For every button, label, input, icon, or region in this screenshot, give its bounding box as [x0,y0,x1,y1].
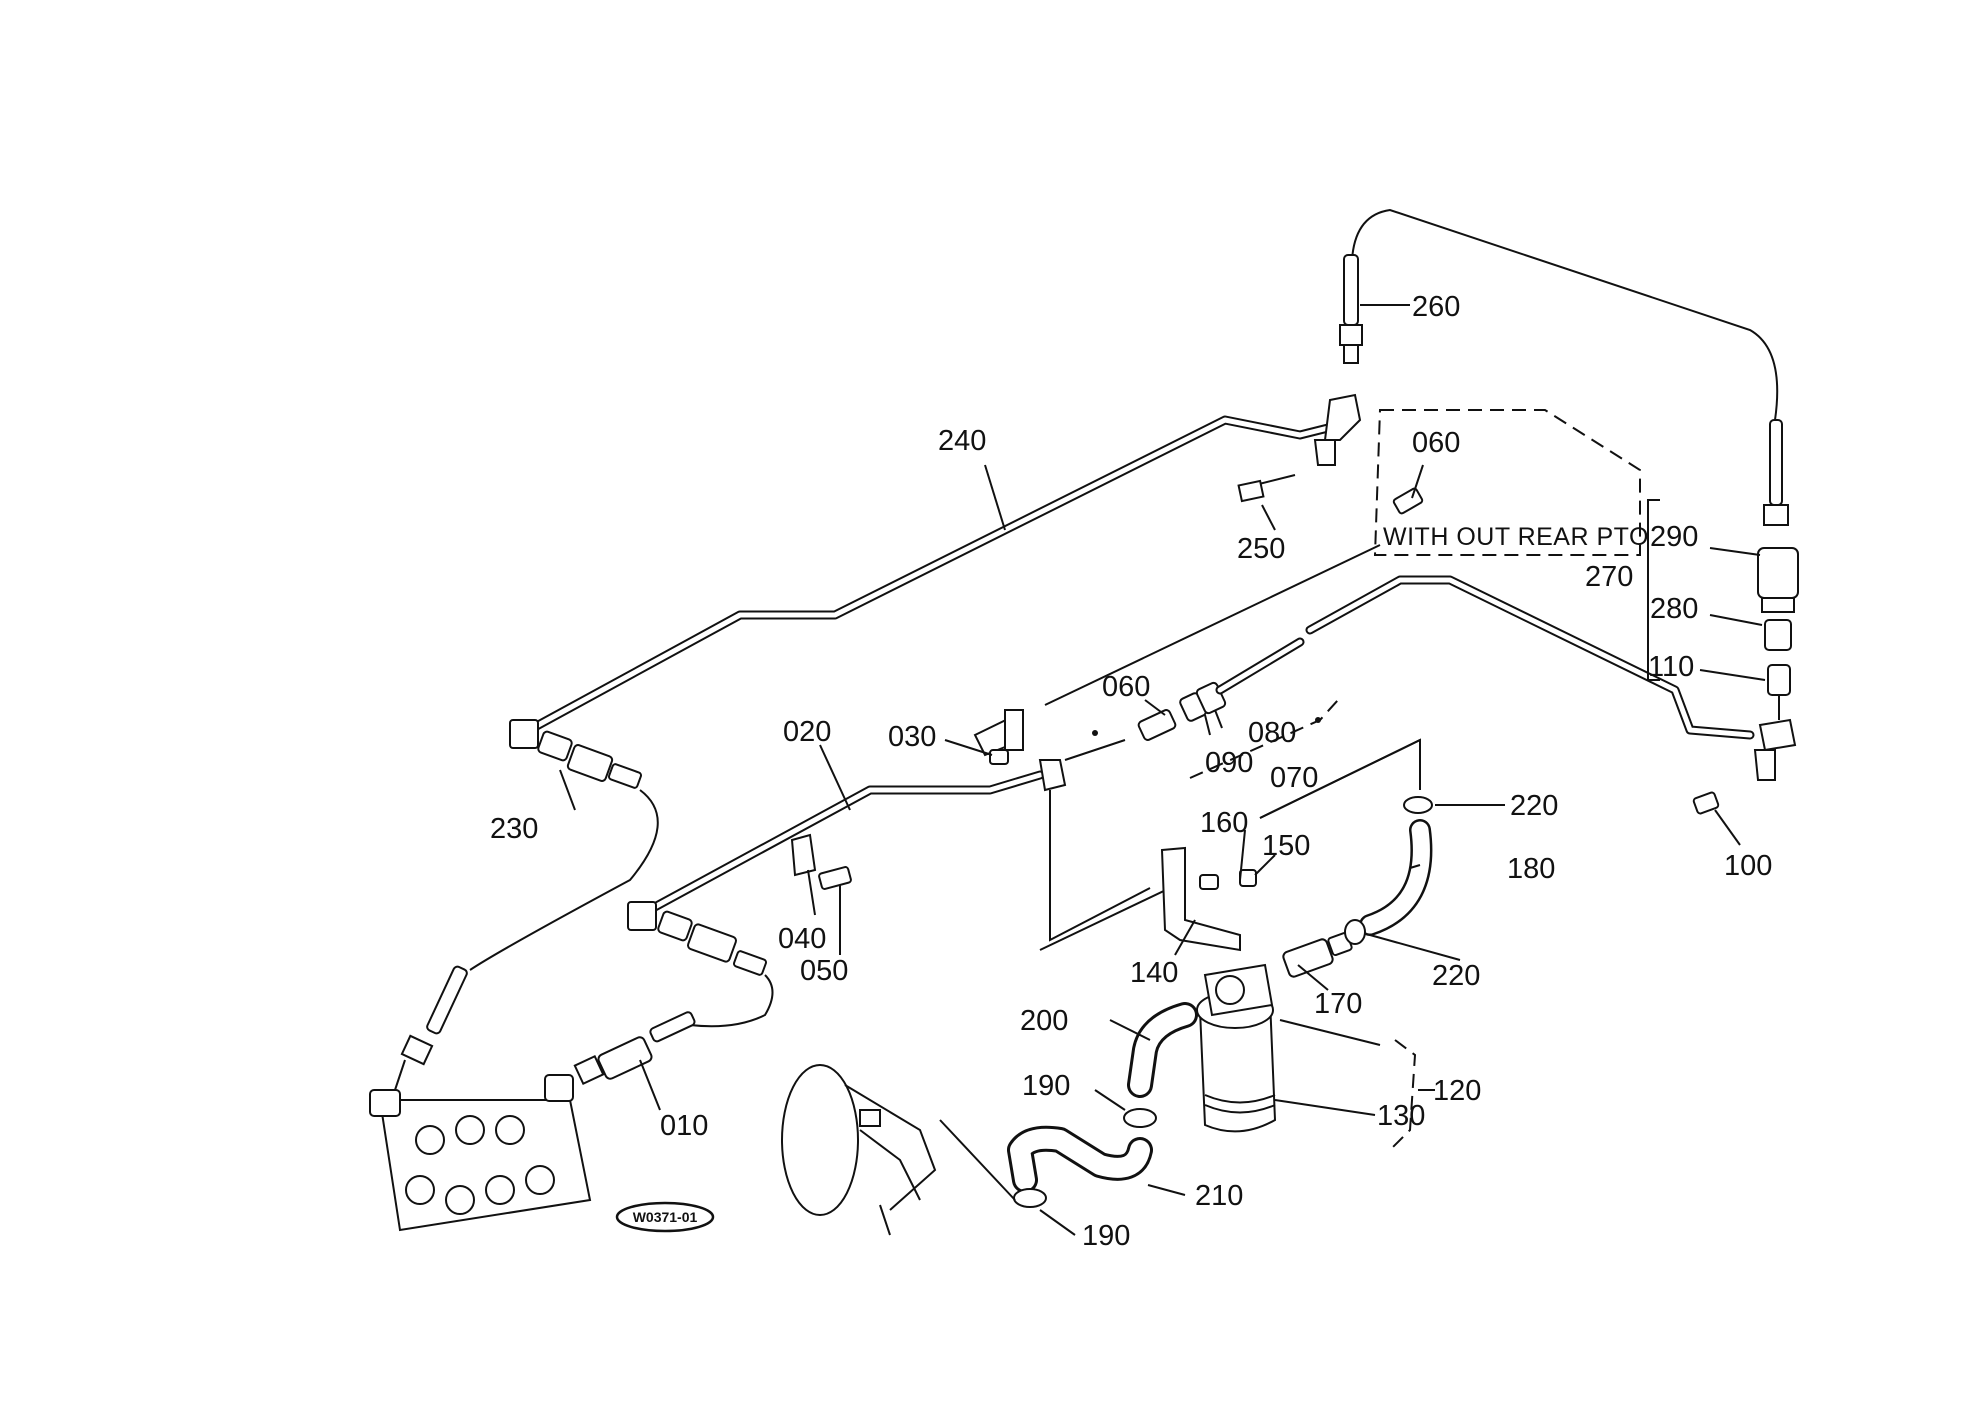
callout-240: 240 [938,425,986,457]
pipe-260 [1339,208,1779,421]
callout-250: 250 [1237,533,1285,565]
bracket-140 [1039,738,1421,952]
pump-housing [781,1064,1016,1236]
filter-130 [1196,963,1277,1133]
elbow-200 [1123,1002,1198,1128]
callout-050: 050 [800,955,848,987]
callout-200: 200 [1020,1005,1068,1037]
callout-030: 030 [888,721,936,753]
fitting-170 [1282,931,1353,978]
callout-220-top: 220 [1510,790,1558,822]
callout-070: 070 [1270,762,1318,794]
callouts: 240 260 250 060 290 270 280 110 100 230 … [490,291,1772,1252]
group-070-bracket [1189,699,1339,779]
callout-190-top: 190 [1022,1070,1070,1102]
without-rear-pto-note: WITH OUT REAR PTO [1383,523,1649,551]
without-rear-pto-box [1373,409,1641,556]
callout-210: 210 [1195,1180,1243,1212]
fitting-230 [394,719,659,1091]
drawing-code: W0371-01 [633,1209,698,1225]
callout-260: 260 [1412,291,1460,323]
leader-lines [559,304,1766,1236]
callout-110: 110 [1648,651,1694,683]
callout-230: 230 [490,813,538,845]
pipe-020 [635,770,1045,920]
callout-270: 270 [1585,561,1633,593]
callout-160: 160 [1200,807,1248,839]
callout-220-bottom: 220 [1432,960,1480,992]
callout-090: 090 [1205,747,1253,779]
drawing-code-badge: W0371-01 [615,1201,715,1233]
group-120-bracket [1389,1039,1417,1151]
callout-080: 080 [1248,717,1296,749]
callout-290: 290 [1650,521,1698,553]
callout-010: 010 [660,1110,708,1142]
callout-190-bottom: 190 [1082,1220,1130,1252]
callout-020: 020 [783,716,831,748]
callout-100: 100 [1724,850,1772,882]
bracket-240 [1313,393,1362,466]
callout-280: 280 [1650,593,1698,625]
block-100 [1692,718,1797,815]
callout-130: 130 [1377,1100,1425,1132]
pipe-270 [1305,575,1755,740]
valve-block [369,1074,592,1232]
callout-180: 180 [1507,853,1555,885]
callout-040: 040 [778,923,826,955]
group-270-bracket [1647,499,1660,681]
callout-150: 150 [1262,830,1310,862]
callout-140: 140 [1130,957,1178,989]
bolt-250 [1237,474,1296,503]
fitting-stack-290 [1757,419,1799,720]
callout-120: 120 [1433,1075,1481,1107]
callout-170: 170 [1314,988,1362,1020]
fitting-010 [573,901,774,1086]
clip-040 [790,833,852,890]
pipe-240 [515,415,1345,740]
tee-fitting [973,544,1381,942]
callout-060-top: 060 [1412,427,1460,459]
callout-060: 060 [1102,671,1150,703]
fitting-060-080 [1092,487,1424,741]
hose-180 [1344,796,1433,945]
hose-210 [1007,1125,1153,1208]
